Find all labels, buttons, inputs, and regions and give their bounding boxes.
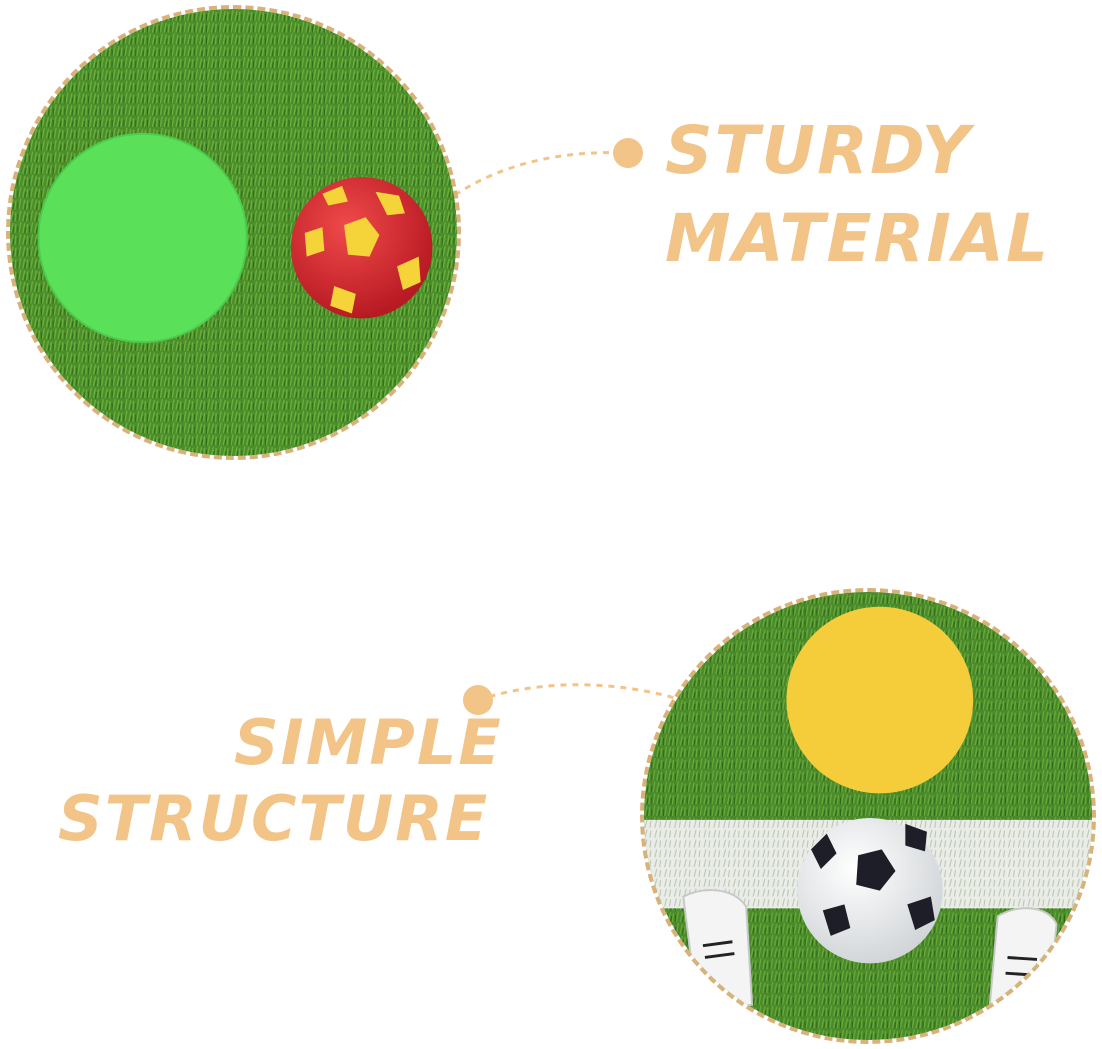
- black-white-ball: [797, 817, 943, 964]
- yellow-disc-marker: [786, 606, 974, 794]
- caption-simple: SIMPLE: [234, 706, 503, 779]
- caption-material: MATERIAL: [665, 200, 1051, 277]
- photo-bottom-illustration: [644, 592, 1092, 1040]
- green-disc-marker: [38, 133, 247, 343]
- connector-bottom-line: [477, 683, 676, 702]
- caption-structure: STRUCTURE: [58, 782, 490, 855]
- green-disc-edge: [37, 132, 248, 344]
- connector-top-line: [454, 151, 626, 197]
- photo-green-disc-with-ball: [6, 5, 461, 460]
- connector-top-dot: [613, 138, 643, 168]
- photo-top-illustration: [10, 9, 457, 456]
- player-shoe-right: [988, 907, 1058, 1016]
- red-yellow-ball: [290, 176, 433, 319]
- player-shoe-left: [682, 889, 754, 1016]
- caption-sturdy: STURDY: [665, 112, 972, 189]
- photo-yellow-disc-with-ball: [640, 588, 1096, 1044]
